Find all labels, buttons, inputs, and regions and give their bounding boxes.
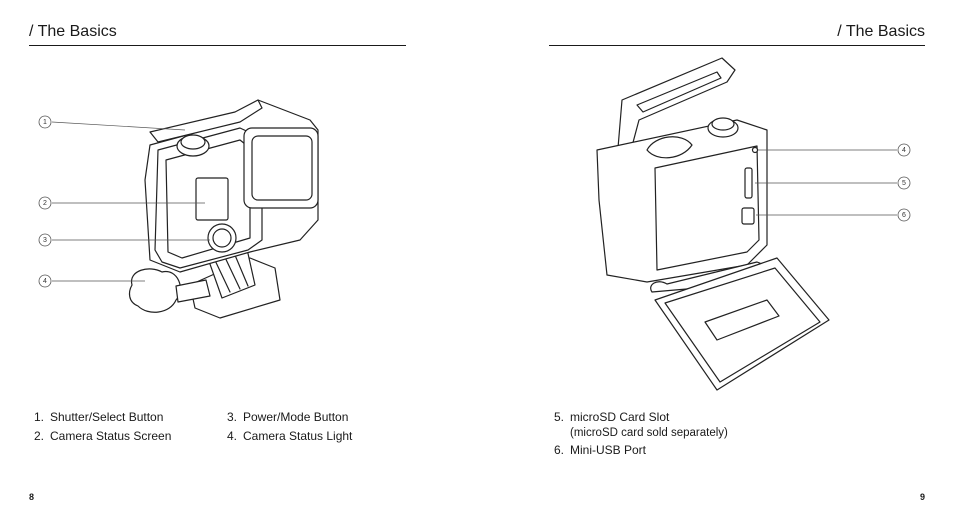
callout-number: 4 bbox=[902, 147, 906, 154]
legend-item: 2.Camera Status Screen bbox=[34, 429, 172, 443]
thumb-screw-shape bbox=[128, 268, 181, 313]
legend-item-note: (microSD card sold separately) bbox=[570, 427, 728, 439]
legend-item: 5.microSD Card Slot bbox=[554, 410, 670, 424]
housing-panel-shape bbox=[654, 145, 760, 271]
callout-marker bbox=[38, 274, 52, 288]
legend-item: 6.Mini-USB Port bbox=[554, 443, 647, 457]
callout-number: 5 bbox=[902, 180, 906, 187]
microsd-slot-shape bbox=[744, 167, 753, 199]
legend-item: 3.Power/Mode Button bbox=[227, 410, 349, 424]
camera-front-illustration: 1 2 3 4 bbox=[38, 99, 319, 319]
callout-number: 1 bbox=[43, 119, 47, 126]
header-rule bbox=[549, 45, 925, 46]
legend-column: 5.microSD Card Slot (microSD card sold s… bbox=[554, 408, 728, 460]
page-number: 8 bbox=[29, 492, 35, 502]
page-title: / The Basics bbox=[29, 23, 117, 40]
legend-column-1: 1.Shutter/Select Button 2.Camera Status … bbox=[34, 408, 171, 446]
callout-number: 3 bbox=[43, 237, 47, 244]
right-page: / The Basics bbox=[477, 0, 954, 516]
header-rule bbox=[29, 45, 406, 46]
callout-number: 6 bbox=[902, 212, 906, 219]
callout-marker bbox=[897, 143, 911, 157]
left-page: / The Basics bbox=[29, 23, 406, 502]
status-light-shape bbox=[751, 146, 759, 154]
legend-item: 1.Shutter/Select Button bbox=[34, 410, 164, 424]
usb-port-shape bbox=[741, 207, 755, 225]
status-screen-shape bbox=[195, 177, 229, 221]
legend-item: 4.Camera Status Light bbox=[227, 429, 353, 443]
callout-marker bbox=[38, 196, 52, 210]
callout-number: 4 bbox=[43, 278, 47, 285]
callout-marker bbox=[38, 115, 52, 129]
callout-number: 2 bbox=[43, 200, 47, 207]
callout-marker bbox=[38, 233, 52, 247]
page-title: / The Basics bbox=[837, 23, 925, 40]
lens-inner-shape bbox=[251, 135, 313, 201]
legend-column-2: 3.Power/Mode Button 4.Camera Status Ligh… bbox=[227, 408, 352, 446]
camera-back-open-illustration: 4 5 6 bbox=[596, 57, 911, 391]
page-number: 9 bbox=[919, 492, 925, 502]
callout-marker bbox=[897, 176, 911, 190]
callout-marker bbox=[897, 208, 911, 222]
door-window-shape bbox=[704, 299, 780, 341]
